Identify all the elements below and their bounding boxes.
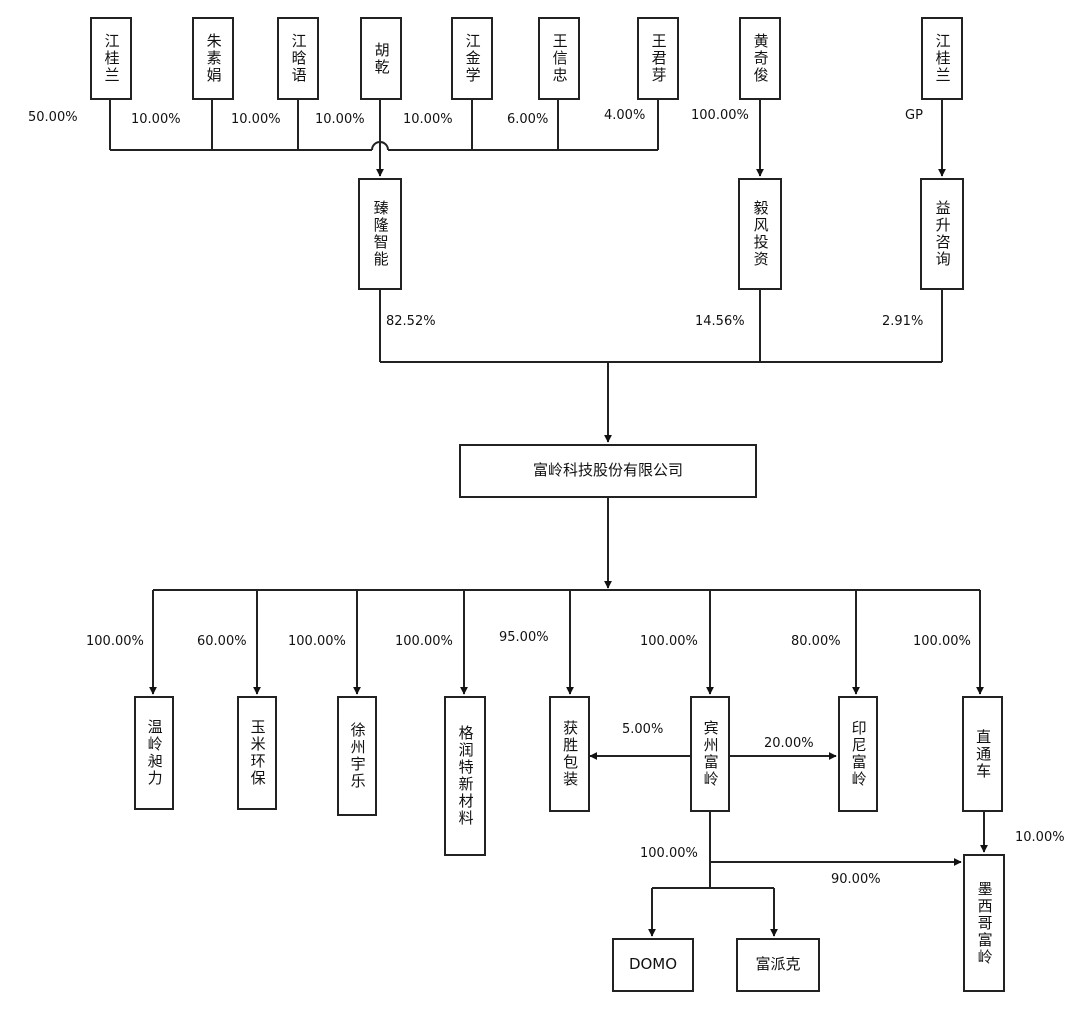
pct-zhitongche: 100.00% (913, 634, 971, 649)
subsidiary-xuzhou-box: 徐州宇乐 (337, 696, 377, 816)
pct-huang-qijun-yifeng: 100.00% (691, 108, 749, 123)
pct-yumi: 60.00% (197, 634, 247, 649)
shareholder-hu-qian-box: 胡乾 (360, 17, 402, 100)
entity-yifeng-box: 毅风投资 (738, 178, 782, 290)
entity-label: 毅风投资 (751, 200, 770, 268)
pct-huosheng: 95.00% (499, 630, 549, 645)
shareholder-label: 王君芽 (649, 33, 668, 84)
shareholder-wang-junya-box: 王君芽 (637, 17, 679, 100)
subsidiary-wenling-box: 温岭昶力 (134, 696, 174, 810)
pct-binzhou: 100.00% (640, 634, 698, 649)
subsidiary-label: 格润特新材料 (456, 725, 475, 827)
subsidiary-label: 获胜包装 (561, 720, 580, 788)
pct-jiang-hanyu-zhenlong: 10.00% (231, 112, 281, 127)
entity-yisheng-box: 益升咨询 (920, 178, 964, 290)
pct-wenling: 100.00% (86, 634, 144, 649)
shareholder-jiang-jinxue-box: 江金学 (451, 17, 493, 100)
subsidiary-domo-box: DOMO (612, 938, 694, 992)
shareholder-zhu-sujuan-box: 朱素娟 (192, 17, 234, 100)
pct-indonesia: 80.00% (791, 634, 841, 649)
pct-binzhou-mexico: 90.00% (831, 872, 881, 887)
shareholder-label: 胡乾 (372, 41, 391, 76)
company-box: 富岭科技股份有限公司 (459, 444, 757, 498)
shareholder-jiang-guilan-gp-box: 江桂兰 (921, 17, 963, 100)
subsidiary-label: 温岭昶力 (145, 719, 164, 787)
pct-binzhou-indonesia: 20.00% (764, 736, 814, 751)
pct-binzhou-huosheng: 5.00% (622, 722, 664, 737)
pct-wang-xinzhong-zhenlong: 6.00% (507, 112, 549, 127)
pct-xuzhou: 100.00% (288, 634, 346, 649)
entity-label: 臻隆智能 (371, 200, 390, 268)
pct-jiang-guilan-zhenlong: 50.00% (28, 110, 78, 125)
pct-zhu-sujuan-zhenlong: 10.00% (131, 112, 181, 127)
subsidiary-label: 徐州宇乐 (348, 722, 367, 790)
subsidiary-fupaike-box: 富派克 (736, 938, 820, 992)
subsidiary-label: 宾州富岭 (701, 720, 720, 788)
subsidiary-gerunte-box: 格润特新材料 (444, 696, 486, 856)
subsidiary-label: DOMO (628, 955, 678, 974)
entity-label: 益升咨询 (933, 200, 952, 268)
pct-yifeng-company: 14.56% (695, 314, 745, 329)
company-name: 富岭科技股份有限公司 (532, 461, 683, 480)
gp-label: GP (905, 108, 923, 123)
shareholder-label: 江金学 (463, 33, 482, 84)
shareholder-label: 王信忠 (550, 33, 569, 84)
subsidiary-label: 直通车 (974, 728, 993, 780)
shareholder-jiang-hanyu-box: 江晗语 (277, 17, 319, 100)
subsidiary-binzhou-box: 宾州富岭 (690, 696, 730, 812)
shareholder-wang-xinzhong-box: 王信忠 (538, 17, 580, 100)
pct-hu-qian-zhenlong: 10.00% (315, 112, 365, 127)
subsidiary-label: 玉米环保 (248, 719, 267, 787)
subsidiary-yumi-box: 玉米环保 (237, 696, 277, 810)
shareholder-label: 朱素娟 (204, 33, 223, 84)
entity-zhenlong-box: 臻隆智能 (358, 178, 402, 290)
subsidiary-huosheng-box: 获胜包装 (549, 696, 590, 812)
pct-gerunte: 100.00% (395, 634, 453, 649)
shareholder-huang-qijun-box: 黄奇俊 (739, 17, 781, 100)
shareholder-jiang-guilan-box: 江桂兰 (90, 17, 132, 100)
pct-zhenlong-company: 82.52% (386, 314, 436, 329)
subsidiary-zhitongche-box: 直通车 (962, 696, 1003, 812)
shareholder-label: 黄奇俊 (751, 33, 770, 84)
subsidiary-mexico-box: 墨西哥富岭 (963, 854, 1005, 992)
shareholder-label: 江桂兰 (102, 33, 121, 84)
pct-jiang-jinxue-zhenlong: 10.00% (403, 112, 453, 127)
pct-yisheng-company: 2.91% (882, 314, 924, 329)
subsidiary-label: 富派克 (755, 955, 801, 974)
pct-binzhou-children: 100.00% (640, 846, 698, 861)
shareholder-label: 江晗语 (289, 33, 308, 84)
shareholder-label: 江桂兰 (933, 33, 952, 84)
subsidiary-indonesia-box: 印尼富岭 (838, 696, 878, 812)
subsidiary-label: 墨西哥富岭 (975, 880, 994, 966)
pct-zhitongche-mexico: 10.00% (1015, 830, 1065, 845)
pct-wang-junya-zhenlong: 4.00% (604, 108, 646, 123)
subsidiary-label: 印尼富岭 (849, 720, 868, 788)
